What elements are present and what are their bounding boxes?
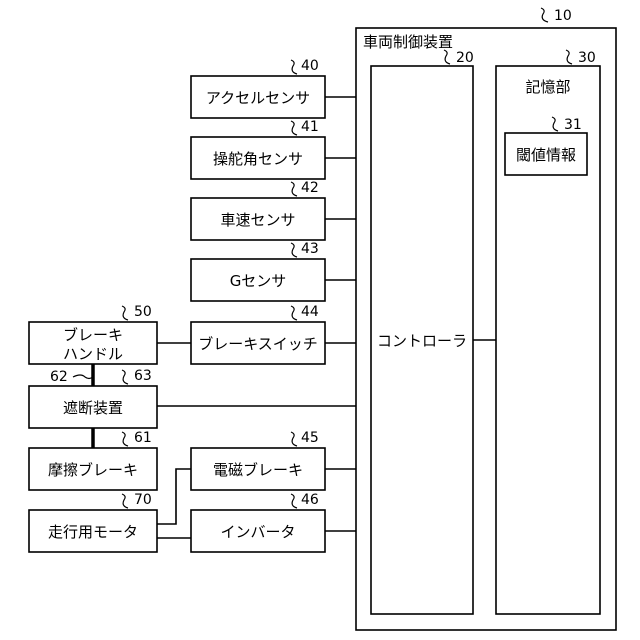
electromagnetic-brake-ref: 45 <box>301 430 319 446</box>
vehicle-speed-sensor-block: 車速センサ 42 <box>191 180 356 240</box>
g-sensor-ref: 43 <box>301 241 319 257</box>
wire-leader <box>73 375 93 379</box>
cutoff-device-block: 遮断装置 63 <box>29 368 356 428</box>
vehicle-control-device-label: 車両制御装置 <box>363 33 453 51</box>
friction-brake-ref: 61 <box>134 430 152 446</box>
electromagnetic-brake-block: 電磁ブレーキ 45 <box>191 430 356 490</box>
wire-ref: 62 <box>50 369 68 385</box>
threshold-info-label: 閾値情報 <box>516 146 576 164</box>
brake-handle-label-line1: ブレーキ <box>63 326 123 344</box>
cutoff-device-label: 遮断装置 <box>63 399 123 417</box>
accel-sensor-label: アクセルセンサ <box>206 89 310 107</box>
brake-switch-ref: 44 <box>301 304 319 320</box>
friction-brake-label: 摩擦ブレーキ <box>48 461 138 479</box>
controller-ref: 20 <box>456 50 474 66</box>
brake-switch-label: ブレーキスイッチ <box>198 335 318 353</box>
accel-sensor-ref: 40 <box>301 58 319 74</box>
accel-sensor-block: アクセルセンサ 40 <box>191 58 356 118</box>
inverter-ref: 46 <box>301 492 319 508</box>
controller-label: コントローラ <box>377 332 467 350</box>
threshold-info-ref: 31 <box>564 117 582 133</box>
electromagnetic-brake-label: 電磁ブレーキ <box>213 461 303 479</box>
g-sensor-block: Gセンサ 43 <box>191 241 356 301</box>
inverter-label: インバータ <box>220 523 295 541</box>
steering-angle-sensor-label: 操舵角センサ <box>213 150 303 168</box>
controller-block: コントローラ 20 <box>371 50 474 614</box>
travel-motor-ref: 70 <box>134 492 152 508</box>
travel-motor-label: 走行用モータ <box>48 523 138 541</box>
steering-angle-sensor-block: 操舵角センサ 41 <box>191 119 356 179</box>
g-sensor-label: Gセンサ <box>230 272 287 290</box>
brake-handle-block: ブレーキ ハンドル 50 <box>29 304 191 364</box>
vehicle-control-device-ref: 10 <box>554 8 572 24</box>
vehicle-speed-sensor-ref: 42 <box>301 180 319 196</box>
inverter-block: インバータ 46 <box>191 492 356 552</box>
brake-handle-ref: 50 <box>134 304 152 320</box>
storage-label: 記憶部 <box>525 78 570 96</box>
storage-ref: 30 <box>578 50 596 66</box>
brake-handle-label-line2: ハンドル <box>63 345 123 363</box>
brake-switch-block: ブレーキスイッチ 44 <box>191 304 356 364</box>
vehicle-speed-sensor-label: 車速センサ <box>220 211 295 229</box>
cutoff-device-ref: 63 <box>134 368 152 384</box>
steering-angle-sensor-ref: 41 <box>301 119 319 135</box>
